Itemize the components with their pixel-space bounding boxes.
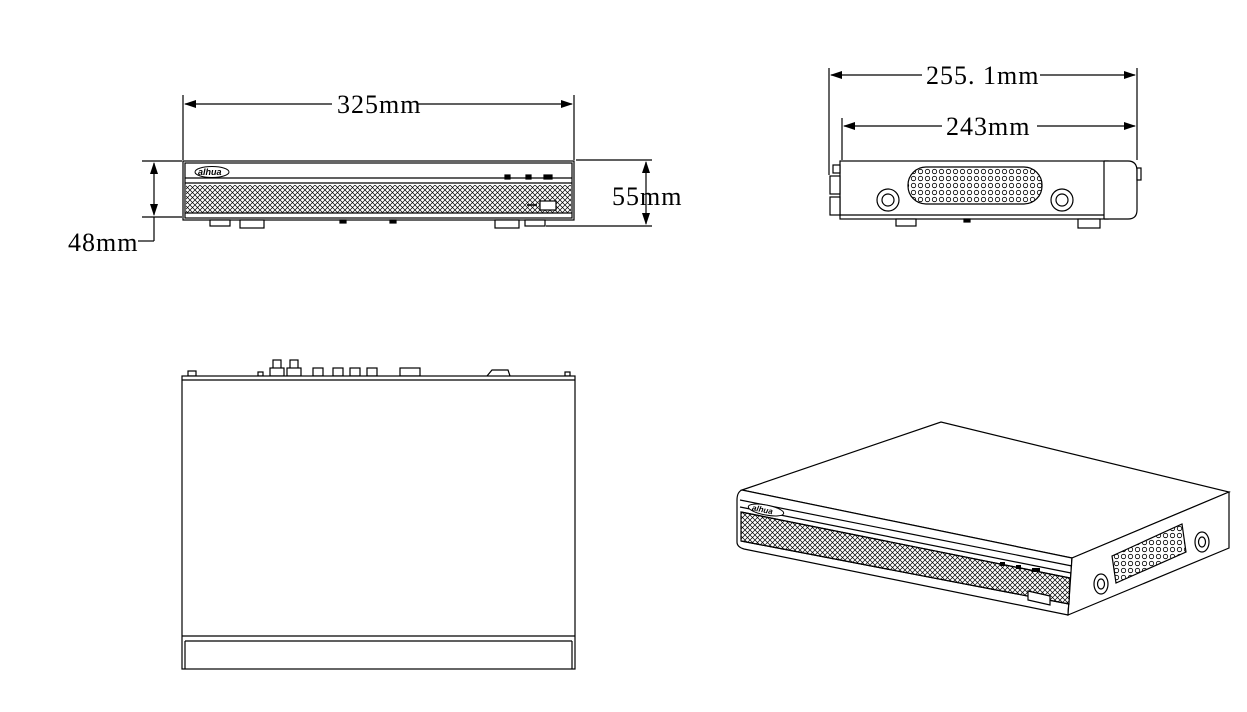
side-inner-depth-label: 243mm [946, 112, 1030, 141]
front-outer-height-label: 55mm [612, 182, 682, 211]
svg-text:alhua: alhua [751, 503, 774, 516]
side-view [828, 68, 1142, 229]
isometric-view [736, 421, 1231, 616]
top-view [181, 359, 576, 670]
front-view [138, 95, 652, 242]
front-logo: alhua [194, 166, 230, 178]
side-outer-depth-label: 255. 1mm [926, 61, 1039, 90]
front-inner-height-label: 48mm [68, 228, 138, 257]
isometric-logo: alhua [747, 503, 785, 517]
front-width-label: 325mm [337, 90, 421, 119]
svg-text:alhua: alhua [198, 167, 222, 177]
